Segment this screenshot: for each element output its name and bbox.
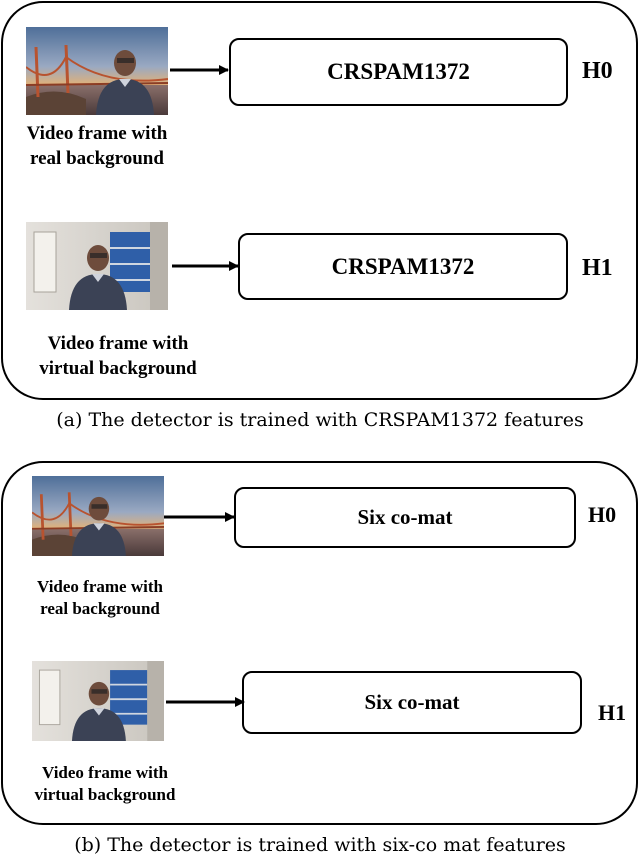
virtual-background-frame-image: [26, 222, 168, 310]
real-frame-label: Video frame with real background: [26, 123, 168, 169]
caption-a: (a) The detector is trained with CRSPAM1…: [56, 409, 584, 431]
hypothesis-h1-b: H1: [598, 700, 627, 725]
real-background-frame-image-b: [32, 476, 164, 556]
feature-box-real-b: Six co-mat: [234, 487, 576, 548]
real-frame-label-b: Video frame with real background: [37, 577, 163, 619]
arrow-real-to-feature: [170, 65, 229, 75]
virtual-frame-label: Video frame with virtual background: [39, 333, 197, 379]
caption-b: (b) The detector is trained with six-co …: [74, 834, 566, 856]
virtual-frame-label-b: Video frame with virtual background: [34, 763, 176, 805]
hypothesis-h0: H0: [582, 58, 613, 84]
real-background-frame-image: [26, 27, 168, 115]
feature-box-virtual-b: Six co-mat: [242, 671, 582, 734]
virtual-background-frame-image-b: [32, 661, 164, 741]
feature-box-real: CRSPAM1372: [229, 38, 568, 106]
arrow-real-to-feature-b: [164, 512, 235, 522]
arrow-virtual-to-feature-b: [166, 697, 245, 707]
hypothesis-h0-b: H0: [588, 502, 617, 527]
arrow-virtual-to-feature: [172, 261, 239, 271]
hypothesis-h1: H1: [582, 255, 613, 281]
feature-box-virtual: CRSPAM1372: [238, 233, 568, 300]
